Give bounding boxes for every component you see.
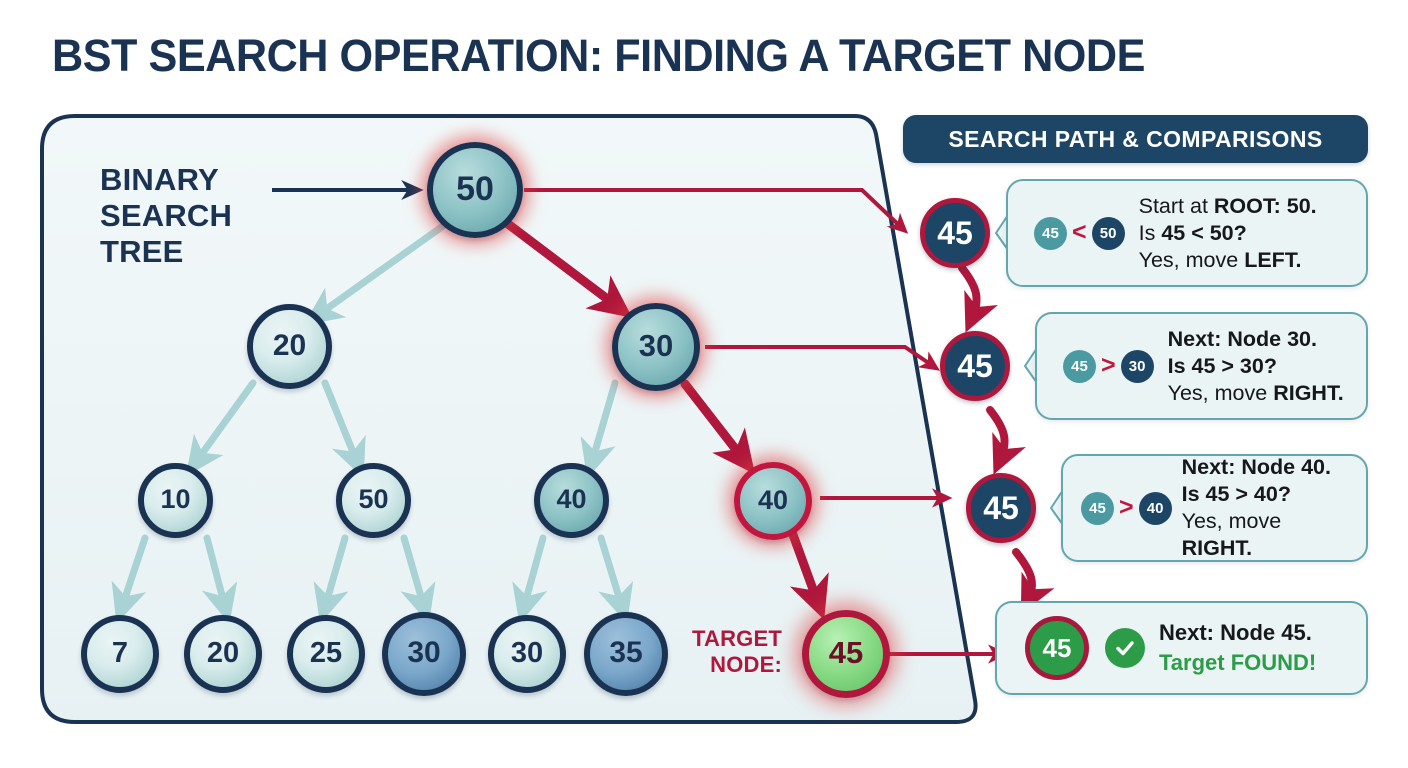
tree-node-value: 20 — [272, 328, 307, 362]
tree-node-30-level1[interactable]: 30 — [612, 303, 700, 391]
step-node-2[interactable]: 45 — [940, 331, 1010, 401]
tree-node-value: 7 — [111, 636, 129, 669]
tree-node-root-50[interactable]: 50 — [427, 142, 523, 238]
found-node-value: 45 — [1042, 632, 1072, 663]
comparison-operator-icon: > — [1101, 350, 1116, 379]
search-panel-header-text: SEARCH PATH & COMPARISONS — [948, 125, 1323, 152]
tree-node-value: 30 — [510, 636, 544, 669]
step-line-3: Yes, move LEFT. — [1138, 247, 1302, 272]
step-line-1: Next: Node 30. — [1167, 326, 1317, 351]
search-step-1: 45 < 50 Start at ROOT: 50. Is 45 < 50? Y… — [1006, 179, 1368, 287]
comparison-operator-icon: < — [1072, 217, 1087, 246]
tree-label-line-2: SEARCH — [100, 198, 233, 233]
comparison-chips-1: 45 < 50 — [1034, 216, 1125, 250]
tree-node-40-left[interactable]: 40 — [534, 463, 609, 538]
search-step-3-text: Next: Node 40. Is 45 > 40? Yes, move RIG… — [1182, 454, 1366, 562]
search-step-final-text: Next: Node 45. Target FOUND! — [1159, 618, 1366, 678]
tree-node-45-target[interactable]: 45 — [802, 610, 890, 698]
tree-node-value: 30 — [407, 636, 441, 669]
chip-node-value: 50 — [1091, 216, 1125, 250]
tree-node-10[interactable]: 10 — [138, 463, 213, 538]
tree-node-40-highlighted[interactable]: 40 — [734, 462, 812, 540]
final-line-2: Target FOUND! — [1159, 650, 1317, 675]
chip-node-value: 40 — [1138, 491, 1172, 525]
target-label-line-2: NODE: — [710, 652, 782, 677]
callout-tail-2 — [1024, 347, 1038, 384]
search-step-1-text: Start at ROOT: 50. Is 45 < 50? Yes, move… — [1139, 193, 1366, 274]
tree-node-20-level1[interactable]: 20 — [247, 304, 332, 389]
tree-node-20-leaf[interactable]: 20 — [184, 615, 262, 693]
tree-node-value: 20 — [206, 636, 240, 669]
success-check-icon — [1105, 628, 1145, 668]
tree-node-value: 50 — [456, 169, 494, 208]
target-node-label: TARGET NODE: — [662, 626, 782, 678]
step-line-2: Is 45 < 50? — [1138, 220, 1247, 245]
step-line-1: Start at ROOT: 50. — [1138, 193, 1317, 218]
tree-node-value: 45 — [828, 635, 864, 670]
comparison-operator-icon: > — [1119, 492, 1134, 521]
comparison-chips-3: 45 > 40 — [1081, 491, 1172, 525]
found-node-45[interactable]: 45 — [1025, 616, 1089, 680]
tree-node-value: 50 — [358, 484, 389, 514]
search-step-2: 45 > 30 Next: Node 30. Is 45 > 30? Yes, … — [1035, 312, 1368, 420]
chip-search-value: 45 — [1063, 349, 1096, 383]
step-line-3: Yes, move RIGHT. — [1181, 509, 1282, 560]
step-line-3: Yes, move RIGHT. — [1167, 380, 1344, 405]
step-node-1[interactable]: 45 — [920, 198, 990, 268]
comparison-chips-2: 45 > 30 — [1063, 349, 1154, 383]
chip-search-value: 45 — [1034, 216, 1067, 250]
step-line-2: Is 45 > 30? — [1167, 353, 1277, 378]
search-step-final-found: 45 Next: Node 45. Target FOUND! — [995, 601, 1368, 695]
tree-to-step-connectors — [524, 188, 1009, 664]
step-node-3[interactable]: 45 — [966, 473, 1036, 543]
tree-node-50-level2[interactable]: 50 — [336, 463, 411, 538]
step-flow-arrows — [958, 264, 1055, 615]
chip-search-value: 45 — [1081, 491, 1114, 525]
step-node-value: 45 — [937, 214, 973, 251]
step-node-value: 45 — [983, 489, 1019, 526]
tree-node-25[interactable]: 25 — [287, 615, 365, 693]
tree-node-value: 30 — [638, 328, 674, 363]
tree-node-value: 40 — [556, 484, 587, 514]
step-line-2: Is 45 > 40? — [1181, 482, 1291, 506]
page-title: BST SEARCH OPERATION: FINDING A TARGET N… — [52, 30, 1145, 81]
tree-label-line-1: BINARY — [100, 162, 219, 197]
tree-node-35[interactable]: 35 — [584, 612, 668, 696]
final-line-1: Next: Node 45. — [1159, 620, 1312, 645]
tree-panel-frame — [40, 114, 978, 724]
tree-node-value: 25 — [309, 636, 343, 669]
tree-label-line-3: TREE — [100, 234, 184, 269]
search-panel-header: SEARCH PATH & COMPARISONS — [903, 115, 1368, 163]
search-step-2-text: Next: Node 30. Is 45 > 30? Yes, move RIG… — [1168, 326, 1366, 407]
binary-search-tree-label: BINARY SEARCH TREE — [100, 162, 232, 270]
tree-node-value: 35 — [609, 636, 643, 669]
callout-tail-1 — [995, 214, 1009, 251]
tree-node-value: 10 — [160, 484, 191, 514]
tree-node-value: 40 — [757, 484, 789, 515]
step-node-value: 45 — [957, 347, 993, 384]
tree-search-path — [503, 219, 829, 620]
tree-node-30-leaf-b[interactable]: 30 — [488, 615, 566, 693]
tree-node-30-leaf-a[interactable]: 30 — [382, 612, 466, 696]
callout-tail-3 — [1050, 489, 1064, 526]
step-line-1: Next: Node 40. — [1181, 455, 1331, 479]
tree-edges — [111, 222, 634, 624]
chip-node-value: 30 — [1120, 349, 1154, 383]
target-label-line-1: TARGET — [691, 626, 782, 651]
tree-node-7[interactable]: 7 — [81, 615, 159, 693]
search-step-3: 45 > 40 Next: Node 40. Is 45 > 40? Yes, … — [1061, 454, 1368, 562]
